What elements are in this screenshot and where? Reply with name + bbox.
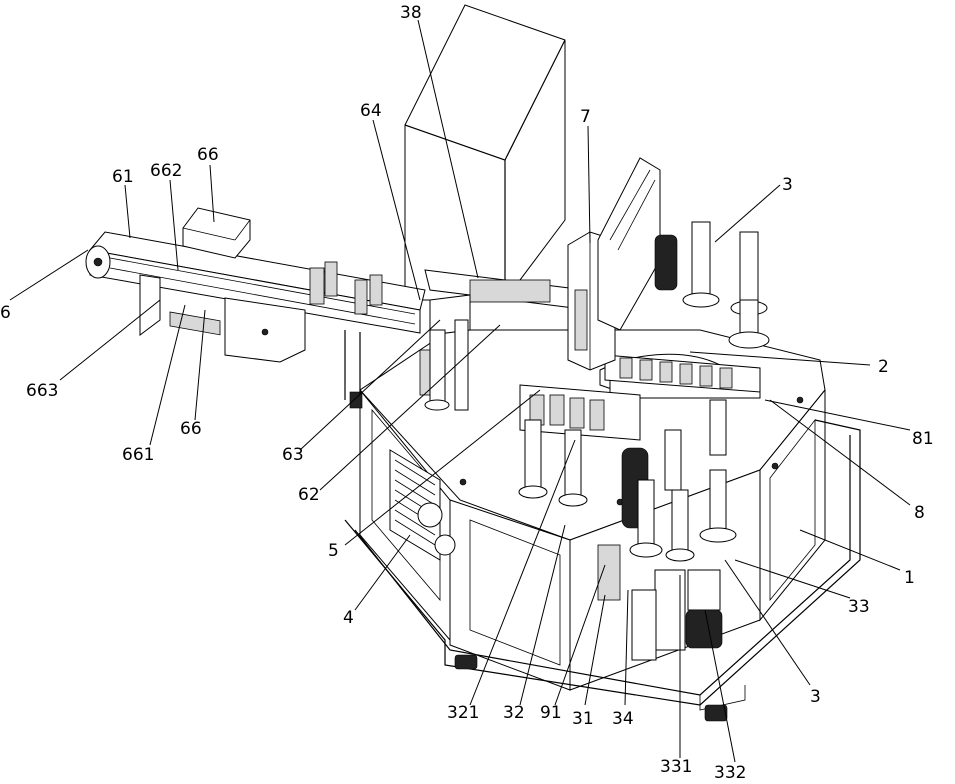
label-3-bottom: 3 [810,687,821,707]
label-331: 331 [660,757,692,777]
label-66-bottom: 66 [180,419,202,439]
label-31: 31 [572,709,594,729]
label-61: 61 [112,167,134,187]
label-81: 81 [912,429,934,449]
label-63: 63 [282,445,304,465]
label-662: 662 [150,161,182,181]
label-4: 4 [343,608,354,628]
label-8: 8 [914,503,925,523]
label-64: 64 [360,101,382,121]
label-34: 34 [612,709,634,729]
label-33: 33 [848,597,870,617]
label-91: 91 [540,703,562,723]
label-7: 7 [580,107,591,127]
label-6: 6 [0,303,11,323]
label-66-top: 66 [197,145,219,165]
label-3-top: 3 [782,175,793,195]
label-332: 332 [714,763,746,783]
feed-conveyor [86,208,425,400]
label-5: 5 [328,541,339,561]
label-1: 1 [904,568,915,588]
label-32: 32 [503,703,525,723]
label-661: 661 [122,445,154,465]
label-663: 663 [26,381,58,401]
label-321: 321 [447,703,479,723]
label-62: 62 [298,485,320,505]
label-2: 2 [878,357,889,377]
tall-cabinet [405,5,565,300]
label-38: 38 [400,3,422,23]
